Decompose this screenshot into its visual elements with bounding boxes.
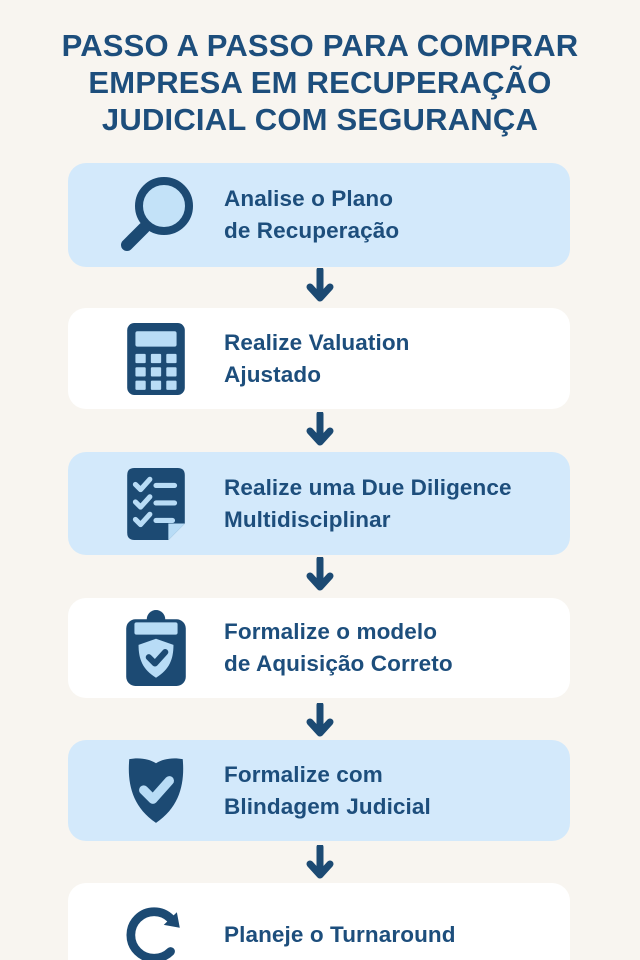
step-card-turnaround: Planeje o Turnaround bbox=[68, 883, 570, 960]
clipboard-shield-icon bbox=[108, 610, 204, 686]
step-card-valuation: Realize Valuation Ajustado bbox=[68, 308, 570, 409]
step-card-blindagem-judicial: Formalize com Blindagem Judicial bbox=[68, 740, 570, 841]
down-arrow-icon bbox=[305, 843, 335, 879]
calculator-icon bbox=[108, 322, 204, 395]
shield-check-icon bbox=[108, 754, 204, 828]
step-card-due-diligence: Realize uma Due Diligence Multidisciplin… bbox=[68, 452, 570, 555]
title-line: EMPRESA EM RECUPERAÇÃO bbox=[88, 65, 552, 100]
down-arrow-icon bbox=[305, 701, 335, 737]
down-arrow-icon bbox=[305, 555, 335, 591]
step-label: Realize Valuation Ajustado bbox=[224, 329, 410, 387]
step-label: Formalize o modelo de Aquisição Correto bbox=[224, 619, 453, 676]
checklist-icon bbox=[108, 467, 204, 540]
step-label: Analise o Plano de Recuperação bbox=[224, 186, 400, 243]
title-line: JUDICIAL COM SEGURANÇA bbox=[101, 102, 539, 137]
title-line: PASSO A PASSO PARA COMPRAR bbox=[61, 28, 579, 63]
step-card-analise-plano: Analise o Plano de Recuperação bbox=[68, 163, 570, 267]
step-card-modelo-aquisicao: Formalize o modelo de Aquisição Correto bbox=[68, 598, 570, 698]
step-label: Planeje o Turnaround bbox=[224, 922, 456, 947]
refresh-icon bbox=[108, 903, 204, 960]
step-label: Formalize com Blindagem Judicial bbox=[224, 761, 431, 819]
down-arrow-icon bbox=[305, 410, 335, 446]
down-arrow-icon bbox=[305, 266, 335, 302]
page-title: PASSO A PASSO PARA COMPRAR EMPRESA EM RE… bbox=[0, 27, 640, 138]
magnifier-icon bbox=[108, 173, 204, 257]
step-label: Realize uma Due Diligence Multidisciplin… bbox=[224, 474, 512, 532]
